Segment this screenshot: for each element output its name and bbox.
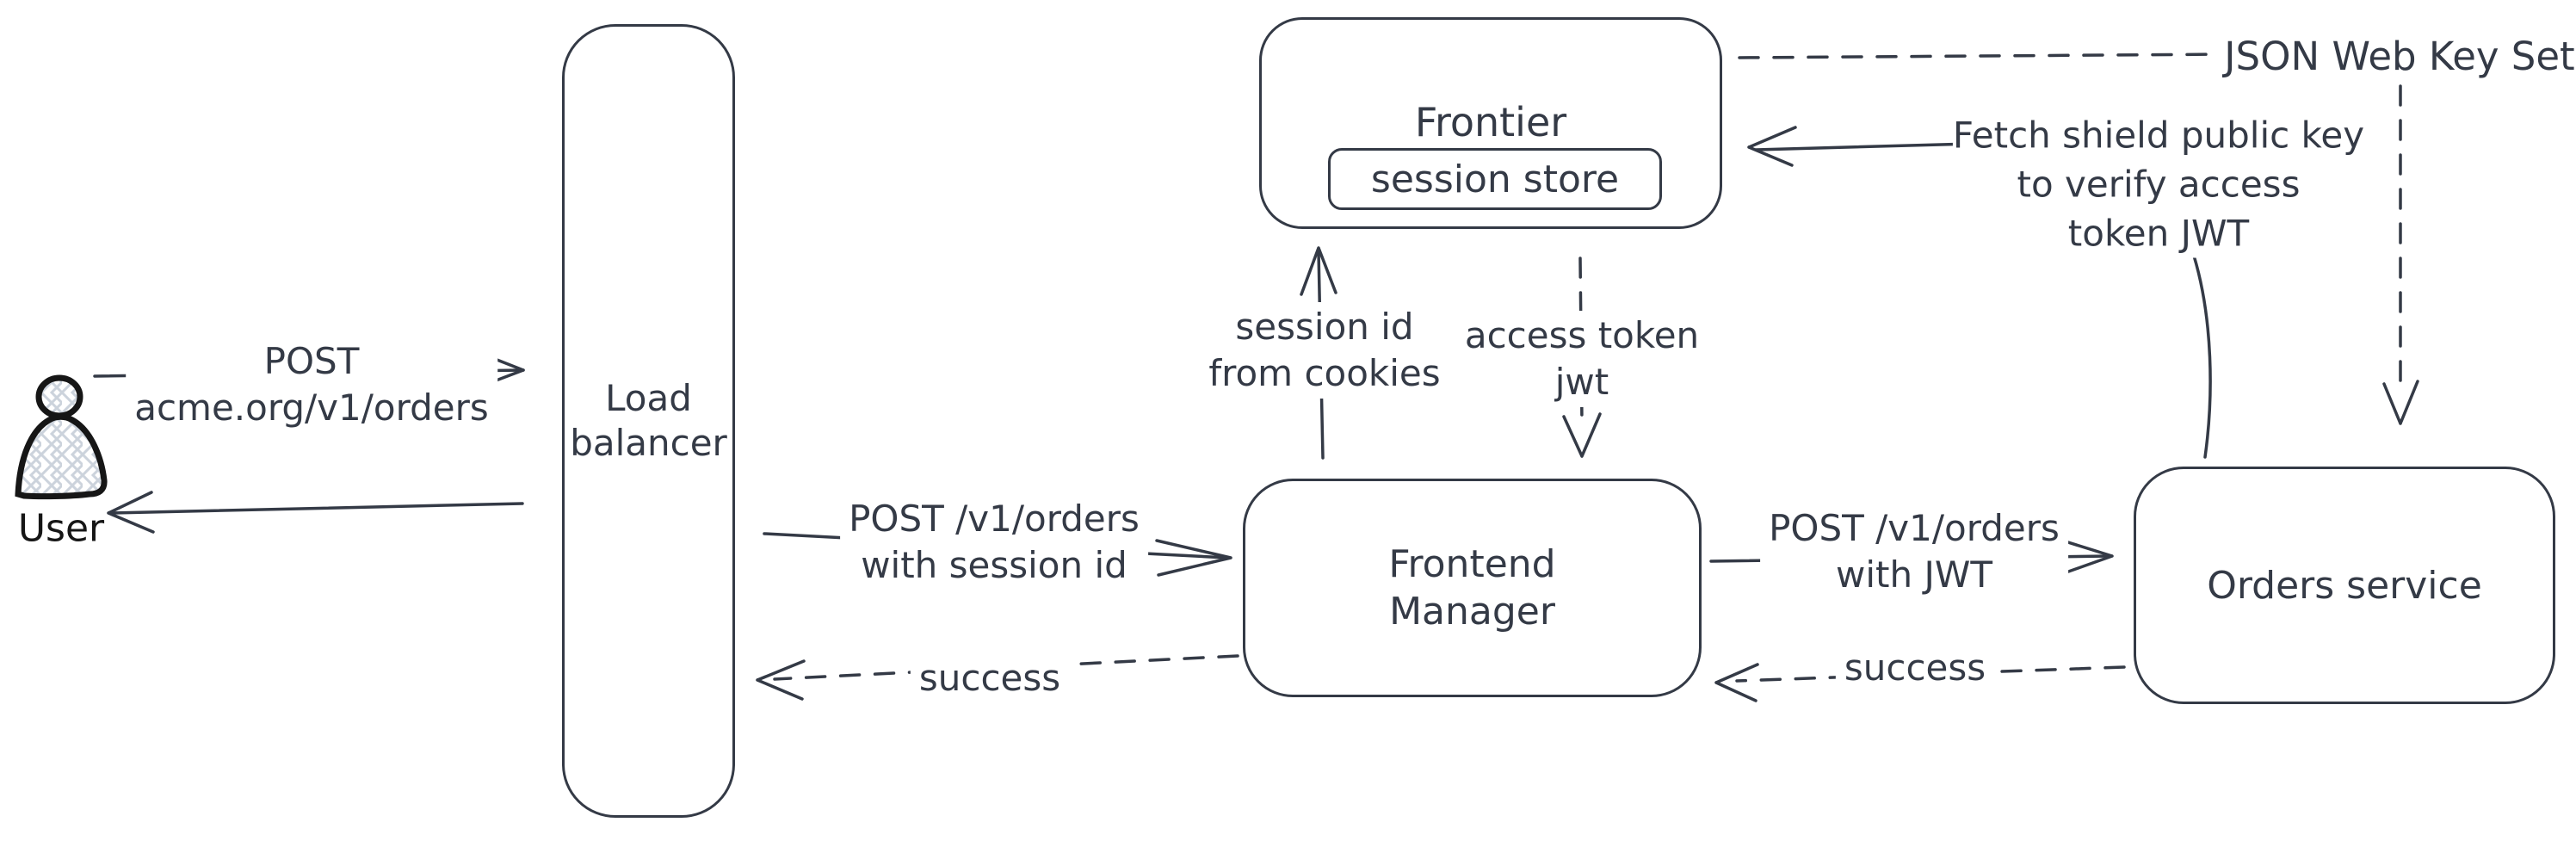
edge-label-user-to-lb: POST acme.org/v1/orders bbox=[126, 337, 497, 433]
arrow-lb-to-user bbox=[107, 491, 524, 534]
node-frontend-manager: Frontend Manager bbox=[1243, 479, 1702, 697]
edge-label-orders-to-fm-success: success bbox=[1835, 643, 1995, 693]
edge-fm-to-orders-line1: POST /v1/orders bbox=[1769, 507, 2060, 549]
edge-label-fm-to-frontier: session id from cookies bbox=[1200, 302, 1449, 399]
node-session-store: session store bbox=[1328, 148, 1662, 210]
arrow-orders-to-fm-success bbox=[1714, 663, 2126, 702]
edge-orders-to-frontier-line1: Fetch shield public key bbox=[1952, 110, 2365, 160]
arrow-fm-to-lb-success bbox=[756, 654, 1239, 701]
edge-lb-to-fm-line2: with session id bbox=[861, 544, 1127, 586]
arrow-jwks-to-orders bbox=[2382, 84, 2419, 425]
edge-user-to-lb-line1: POST bbox=[263, 340, 360, 382]
orders-service-label: Orders service bbox=[2207, 563, 2482, 608]
edge-label-fm-to-lb-success: success bbox=[910, 653, 1070, 703]
user-label: User bbox=[17, 506, 105, 551]
edge-label-orders-to-frontier: Fetch shield public key to verify access… bbox=[1944, 109, 2373, 260]
node-orders-service: Orders service bbox=[2134, 467, 2555, 704]
session-store-label: session store bbox=[1370, 157, 1620, 201]
user-icon bbox=[15, 374, 108, 500]
load-balancer-label-line1: Load bbox=[605, 377, 692, 419]
arrow-orders-to-frontier bbox=[1747, 126, 2212, 459]
node-load-balancer: Load balancer bbox=[562, 24, 735, 818]
edge-label-frontier-to-fm: access token jwt bbox=[1455, 311, 1708, 407]
edge-lb-to-fm-line1: POST /v1/orders bbox=[849, 498, 1140, 540]
edge-frontier-to-fm-line2: jwt bbox=[1554, 361, 1609, 403]
frontier-label: Frontier bbox=[1414, 99, 1567, 145]
edge-user-to-lb-line2: acme.org/v1/orders bbox=[134, 386, 489, 429]
edge-fm-to-frontier-line2: from cookies bbox=[1208, 352, 1441, 394]
edge-orders-to-frontier-line3: token JWT bbox=[1952, 208, 2365, 258]
edge-label-json-web-key-set: JSON Web Key Set bbox=[2215, 32, 2576, 82]
dashed-line-frontier-to-jwks bbox=[1738, 53, 2229, 59]
edge-label-fm-to-orders: POST /v1/orders with JWT bbox=[1760, 504, 2068, 600]
edge-label-lb-to-fm: POST /v1/orders with session id bbox=[840, 494, 1148, 590]
edge-frontier-to-fm-line1: access token bbox=[1464, 314, 1700, 356]
edge-fm-to-frontier-line1: session id bbox=[1235, 306, 1414, 348]
edge-orders-to-frontier-line2: to verify access bbox=[1952, 159, 2365, 209]
edge-fm-to-orders-line2: with JWT bbox=[1835, 553, 1993, 596]
frontend-manager-label-line2: Manager bbox=[1389, 590, 1555, 634]
frontend-manager-label-line1: Frontend bbox=[1388, 542, 1556, 586]
load-balancer-label-line2: balancer bbox=[570, 422, 727, 464]
